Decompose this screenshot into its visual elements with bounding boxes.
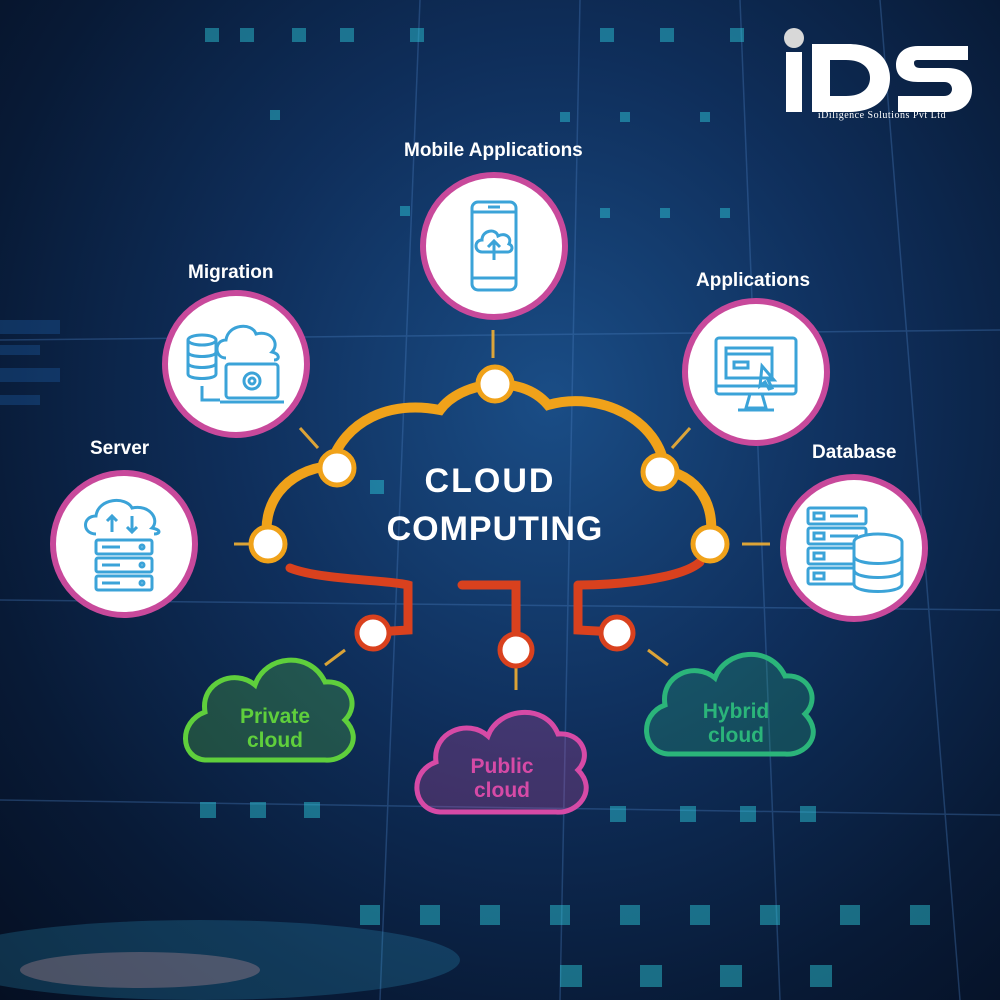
public-cloud-line2: cloud xyxy=(474,779,530,802)
hub-server xyxy=(50,470,198,618)
public-cloud-label: Public cloud xyxy=(432,755,572,803)
cloud-server-stack-icon xyxy=(84,499,161,592)
label-database: Database xyxy=(812,442,897,463)
label-applications: Applications xyxy=(696,270,811,291)
node-top xyxy=(475,364,515,404)
public-cloud-line1: Public xyxy=(470,755,534,778)
label-server: Server xyxy=(90,438,150,459)
company-name: iDiligence Solutions Pvt Ltd xyxy=(817,110,947,121)
hybrid-cloud-line1: Hybrid xyxy=(702,700,770,723)
node-bottom-left xyxy=(354,614,392,652)
hybrid-cloud-label: Hybrid cloud xyxy=(666,700,806,748)
hub-migration xyxy=(162,290,310,438)
node-upper-right xyxy=(640,452,680,492)
database-cloud-gear-icon xyxy=(186,324,284,404)
label-migration: Migration xyxy=(188,262,274,283)
hybrid-cloud-line2: cloud xyxy=(708,724,764,747)
public-cloud-shape xyxy=(414,709,589,815)
private-cloud-line2: cloud xyxy=(247,729,303,752)
center-title-line2: COMPUTING xyxy=(386,510,604,548)
label-mobile-applications: Mobile Applications xyxy=(404,140,583,161)
center-title-line1: CLOUD xyxy=(424,462,556,500)
hub-applications xyxy=(682,298,830,446)
hub-database xyxy=(780,474,928,622)
private-cloud-shape xyxy=(183,657,356,763)
private-cloud-label: Private cloud xyxy=(205,705,345,753)
ids-logo xyxy=(784,28,972,112)
mobile-cloud-upload-icon xyxy=(470,200,518,292)
monitor-window-cursor-icon xyxy=(714,336,798,412)
hub-mobile-applications xyxy=(420,172,568,320)
private-cloud-line1: Private xyxy=(239,705,311,728)
node-left xyxy=(248,524,288,564)
node-bottom-right xyxy=(598,614,636,652)
server-database-icon xyxy=(806,506,904,593)
node-upper-left xyxy=(317,448,357,488)
node-right xyxy=(690,524,730,564)
node-bottom-center xyxy=(497,631,535,669)
hybrid-cloud-shape xyxy=(644,651,816,757)
